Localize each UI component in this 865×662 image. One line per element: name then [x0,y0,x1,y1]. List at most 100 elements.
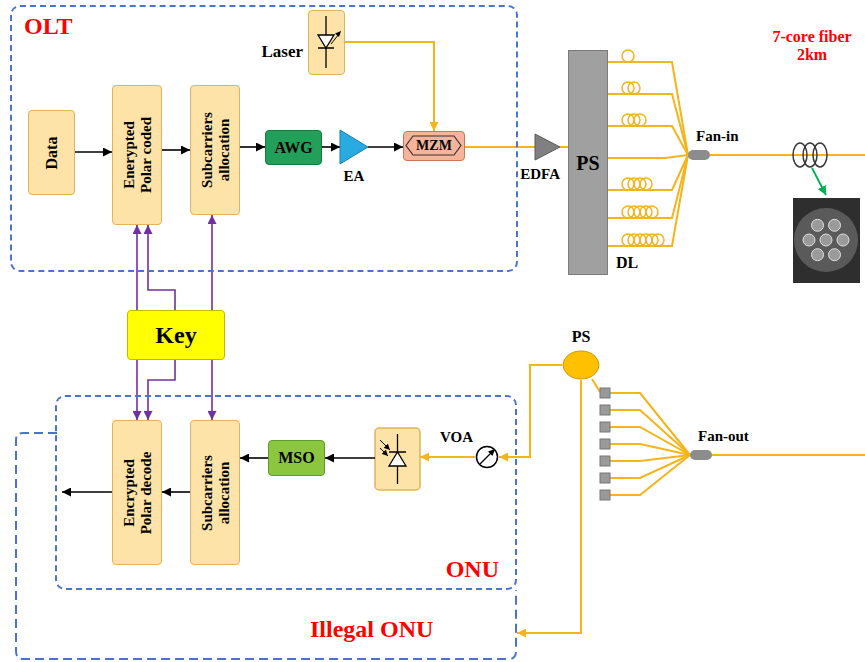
spool-turn [813,143,827,167]
delay-line-fibers [608,62,688,246]
port-square [600,405,610,415]
fiber [610,444,690,455]
diode-bar [318,47,334,49]
process-box: Subcarriers allocation [190,420,240,565]
triangle-shape [340,130,368,164]
laser-box: Laser [308,10,345,75]
fiber [608,94,688,155]
output-arrow [62,491,112,493]
fan-in-device-outline [688,150,710,160]
fiber [608,62,688,155]
fiber-loop [646,206,658,218]
modulator-box: MZM [403,131,465,161]
node-label: ONU [446,556,499,582]
splitter-bar: PS [568,50,608,275]
fiber [610,455,690,495]
connector [608,155,688,158]
triangle-shape [535,134,560,160]
port-square [600,439,610,449]
edfa-triangle-outline [535,134,560,160]
connector [148,225,175,310]
edfa-triangle: EDFA [535,134,560,160]
fiber-loop [652,234,664,246]
illegal-onu-region: Illegal ONU [15,432,517,660]
amplifier-triangle: EA [340,130,368,164]
fiber [608,155,688,190]
fan-out-device: Fan-out [690,450,712,460]
node-label: Enerypted Polar coded [121,105,154,205]
core [803,234,815,246]
node-label: Illegal ONU [310,616,433,642]
core [812,249,824,261]
node-label: Laser [261,43,303,62]
amplifier-triangle-outline [340,130,368,164]
node-label: Fan-out [698,428,749,445]
fiber-loop [628,82,640,94]
optical-arrow [420,456,475,458]
trunk-fiber [710,154,865,156]
splitter-ellipse-outline [562,350,600,380]
awg-box: AWG [265,130,322,165]
connector [465,146,535,148]
fiber [608,126,688,155]
annotation-label: DL [616,254,638,272]
node-label: OLT [24,13,72,39]
port-square [600,422,610,432]
fiber-ports [600,388,610,500]
delay-loops [622,50,664,246]
light-arrow [380,440,390,450]
fiber [608,155,688,218]
fan-out-fibers [592,379,690,495]
fiber [610,455,690,478]
connector [211,360,213,420]
process-box: Encrypted Polar decode [112,420,162,565]
dashed-outline [16,433,516,659]
node-label: Fan-in [696,128,739,145]
port-square [600,490,610,500]
illegal-onu-region-outline [15,432,517,660]
laser-box-outline [309,11,344,74]
connector [162,149,190,151]
core [820,234,832,246]
diode-bar [389,451,406,453]
cross-section-ground [793,198,860,283]
connector [162,491,190,493]
connector [240,146,265,148]
fiber-cross-section [793,198,860,283]
emission-head [335,31,341,37]
node-label: AWG [274,139,312,157]
pointer-arrow [812,168,826,195]
node-label: EDFA [520,166,560,183]
attenuator-circle [477,447,498,468]
node-label: Subcarriers allocation [199,433,232,553]
fiber [608,155,688,246]
connector [499,365,562,457]
fiber [610,427,690,455]
connector [240,457,268,459]
port-square [600,473,610,483]
attenuator-arrow [480,452,492,464]
connector [136,360,138,420]
connector [75,151,112,153]
connector [148,360,175,420]
node-label: EA [344,168,365,185]
olt-region: OLTLaserDataEnerypted Polar codedSubcarr… [10,5,518,272]
connector [136,225,138,310]
core [829,249,841,261]
attenuator-symbol-outline [475,445,499,469]
node-label: PS [572,328,591,346]
node-label: Encrypted Polar decode [121,443,154,543]
fiber-spool [793,143,827,167]
connector [560,146,568,148]
waveguide-outline [406,136,461,155]
connector [322,146,340,148]
key-box: Key [127,310,225,360]
fiber-loop [640,178,652,190]
signal-arrow [325,457,375,459]
core [812,219,824,231]
node-label: Key [155,322,196,348]
node-label: PS [576,152,599,174]
splitter-ellipse: PS [562,350,600,380]
fiber [610,393,690,455]
